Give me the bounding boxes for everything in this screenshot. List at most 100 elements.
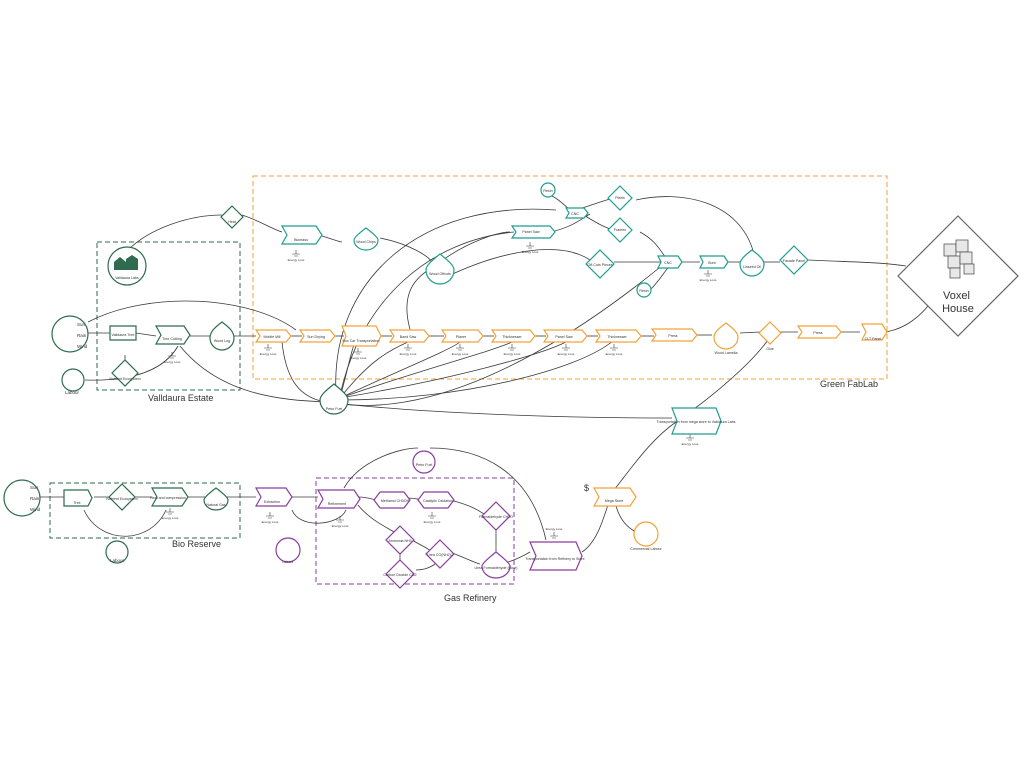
voxel-house-line1: Voxel (943, 290, 970, 302)
input-labels: Sun Rain Wind Labour Sun Rain Wind Labou… (30, 322, 125, 563)
flow-curve (613, 421, 677, 491)
label-resin-top: Resin (543, 189, 552, 193)
nutrient-ecosystem-node[interactable] (111, 359, 139, 387)
wood-offcuts-node[interactable] (425, 253, 455, 285)
refinement-node[interactable] (316, 489, 361, 509)
burn-node[interactable] (699, 255, 729, 269)
petro-fuel-group (319, 383, 349, 415)
flow-curve (615, 505, 637, 533)
flow-curve (379, 237, 433, 263)
transport-refinery-node[interactable] (529, 541, 583, 571)
pixels-node[interactable] (607, 185, 633, 211)
label-planer: Planer (456, 335, 467, 339)
ground-icon (550, 532, 558, 539)
nutrient-eco2-node[interactable] (108, 483, 136, 511)
flow-curve (343, 403, 673, 419)
urea-formaldehyde-node[interactable] (481, 551, 511, 579)
resin-mid-node[interactable] (636, 282, 652, 298)
carbon-dioxide-node[interactable] (385, 559, 415, 589)
mobile-mill-node[interactable] (254, 329, 292, 343)
clt-panel-node[interactable] (861, 323, 888, 341)
thicknesser2-node[interactable] (594, 329, 642, 343)
labour-ref-node[interactable] (275, 537, 301, 563)
flow-curve (339, 341, 567, 399)
refinery-nodes (254, 450, 583, 589)
label-nutrient-ecosystem: Nutrient Ecosystem (109, 377, 140, 381)
label-valldaura-tree: Valldaura Tree (111, 333, 134, 337)
heat-compression-node[interactable] (150, 487, 189, 507)
transport-mega-node[interactable] (671, 407, 722, 435)
frames-node[interactable] (607, 217, 633, 243)
catalytic-oxidation-node[interactable] (417, 491, 455, 509)
sun-drying-node[interactable] (298, 329, 336, 343)
methanol-node[interactable] (373, 491, 411, 509)
label-burn: Burn (708, 261, 716, 265)
natural-gas-node[interactable] (203, 487, 229, 511)
sun-rain-wind-inputs-2 (3, 479, 41, 517)
flow-curve (339, 339, 357, 399)
petro-fuel2-node[interactable] (412, 450, 436, 474)
panel-saw-node[interactable] (542, 329, 588, 343)
commercial-labour-node[interactable] (633, 521, 659, 547)
urea-node[interactable] (425, 539, 455, 569)
energy-loss-label: Energy Loss (452, 352, 469, 356)
flow-curve (581, 499, 611, 553)
label-boxcar-transport: Box Car Transportation (343, 339, 380, 343)
tree2-node[interactable] (63, 489, 93, 507)
panel-saw-top-node[interactable] (510, 225, 556, 239)
cube (943, 243, 957, 257)
labour-node-2[interactable] (105, 540, 129, 564)
wood-lamella-node[interactable] (713, 322, 739, 350)
sun-rain-wind-inputs (51, 315, 89, 353)
glue-node[interactable] (758, 321, 782, 345)
resin-top-node[interactable] (540, 182, 556, 198)
heat-node[interactable] (220, 205, 244, 229)
label-wood-log: Wood Log (214, 339, 230, 343)
cube (949, 267, 961, 279)
linseed-oil-node[interactable] (739, 249, 765, 277)
cnc-top-node[interactable] (564, 207, 589, 219)
planer-node[interactable] (440, 329, 484, 343)
labour-label: Labour (65, 390, 80, 395)
regions (49, 175, 888, 585)
flow-curve (339, 231, 515, 397)
labour-node[interactable] (61, 368, 85, 392)
flow-curve (551, 195, 569, 209)
flow-curve (281, 341, 327, 403)
energy-loss-label: Energy Loss (162, 516, 179, 520)
region-refinery (315, 477, 515, 585)
label-wood-lamella: Wood Lamella (715, 351, 738, 355)
tree-cutting-node[interactable] (154, 325, 191, 345)
cnc-mid-node[interactable] (657, 255, 683, 269)
fablab-teal-nodes (280, 182, 809, 435)
thicknesser1-node[interactable] (490, 329, 536, 343)
ground-icon (508, 344, 516, 351)
boxcar-transport-node[interactable] (341, 325, 382, 347)
label-extraction: Extraction (264, 500, 280, 504)
press1-node[interactable] (650, 328, 698, 342)
biomass-node[interactable] (280, 225, 323, 245)
region-label-valldaura: Valldaura Estate (148, 393, 213, 403)
flow-curve (339, 263, 665, 406)
valldaura-tree-node[interactable] (109, 325, 137, 341)
label-transport-mega: Transportation from mega store to Vallda… (657, 420, 736, 424)
fablab-orange-nodes (254, 321, 888, 547)
formaldehyde-node[interactable] (481, 501, 511, 531)
flow-curve (335, 208, 557, 395)
petro-fuel-node[interactable] (319, 383, 349, 415)
region-label-refinery: Gas Refinery (444, 593, 497, 603)
label-mobile-mill: Mobile Mill (264, 335, 281, 339)
extraction-node[interactable] (254, 487, 293, 507)
wood-chips-node[interactable] (353, 227, 379, 251)
offcuts-pieces-node[interactable] (585, 249, 615, 279)
label-heat-compression: Heat and compression (150, 496, 186, 500)
label-offcuts-pieces: Off-Cuts Pieces (587, 263, 612, 267)
mega-store-node[interactable] (592, 487, 637, 507)
wood-log-node[interactable] (209, 321, 235, 351)
ammonia-node[interactable] (385, 525, 415, 555)
band-saw-node[interactable] (388, 329, 430, 343)
flow-curve (639, 231, 667, 259)
facade-panel-node[interactable] (779, 245, 809, 275)
press2-node[interactable] (796, 325, 842, 339)
flow-curve (649, 267, 669, 291)
